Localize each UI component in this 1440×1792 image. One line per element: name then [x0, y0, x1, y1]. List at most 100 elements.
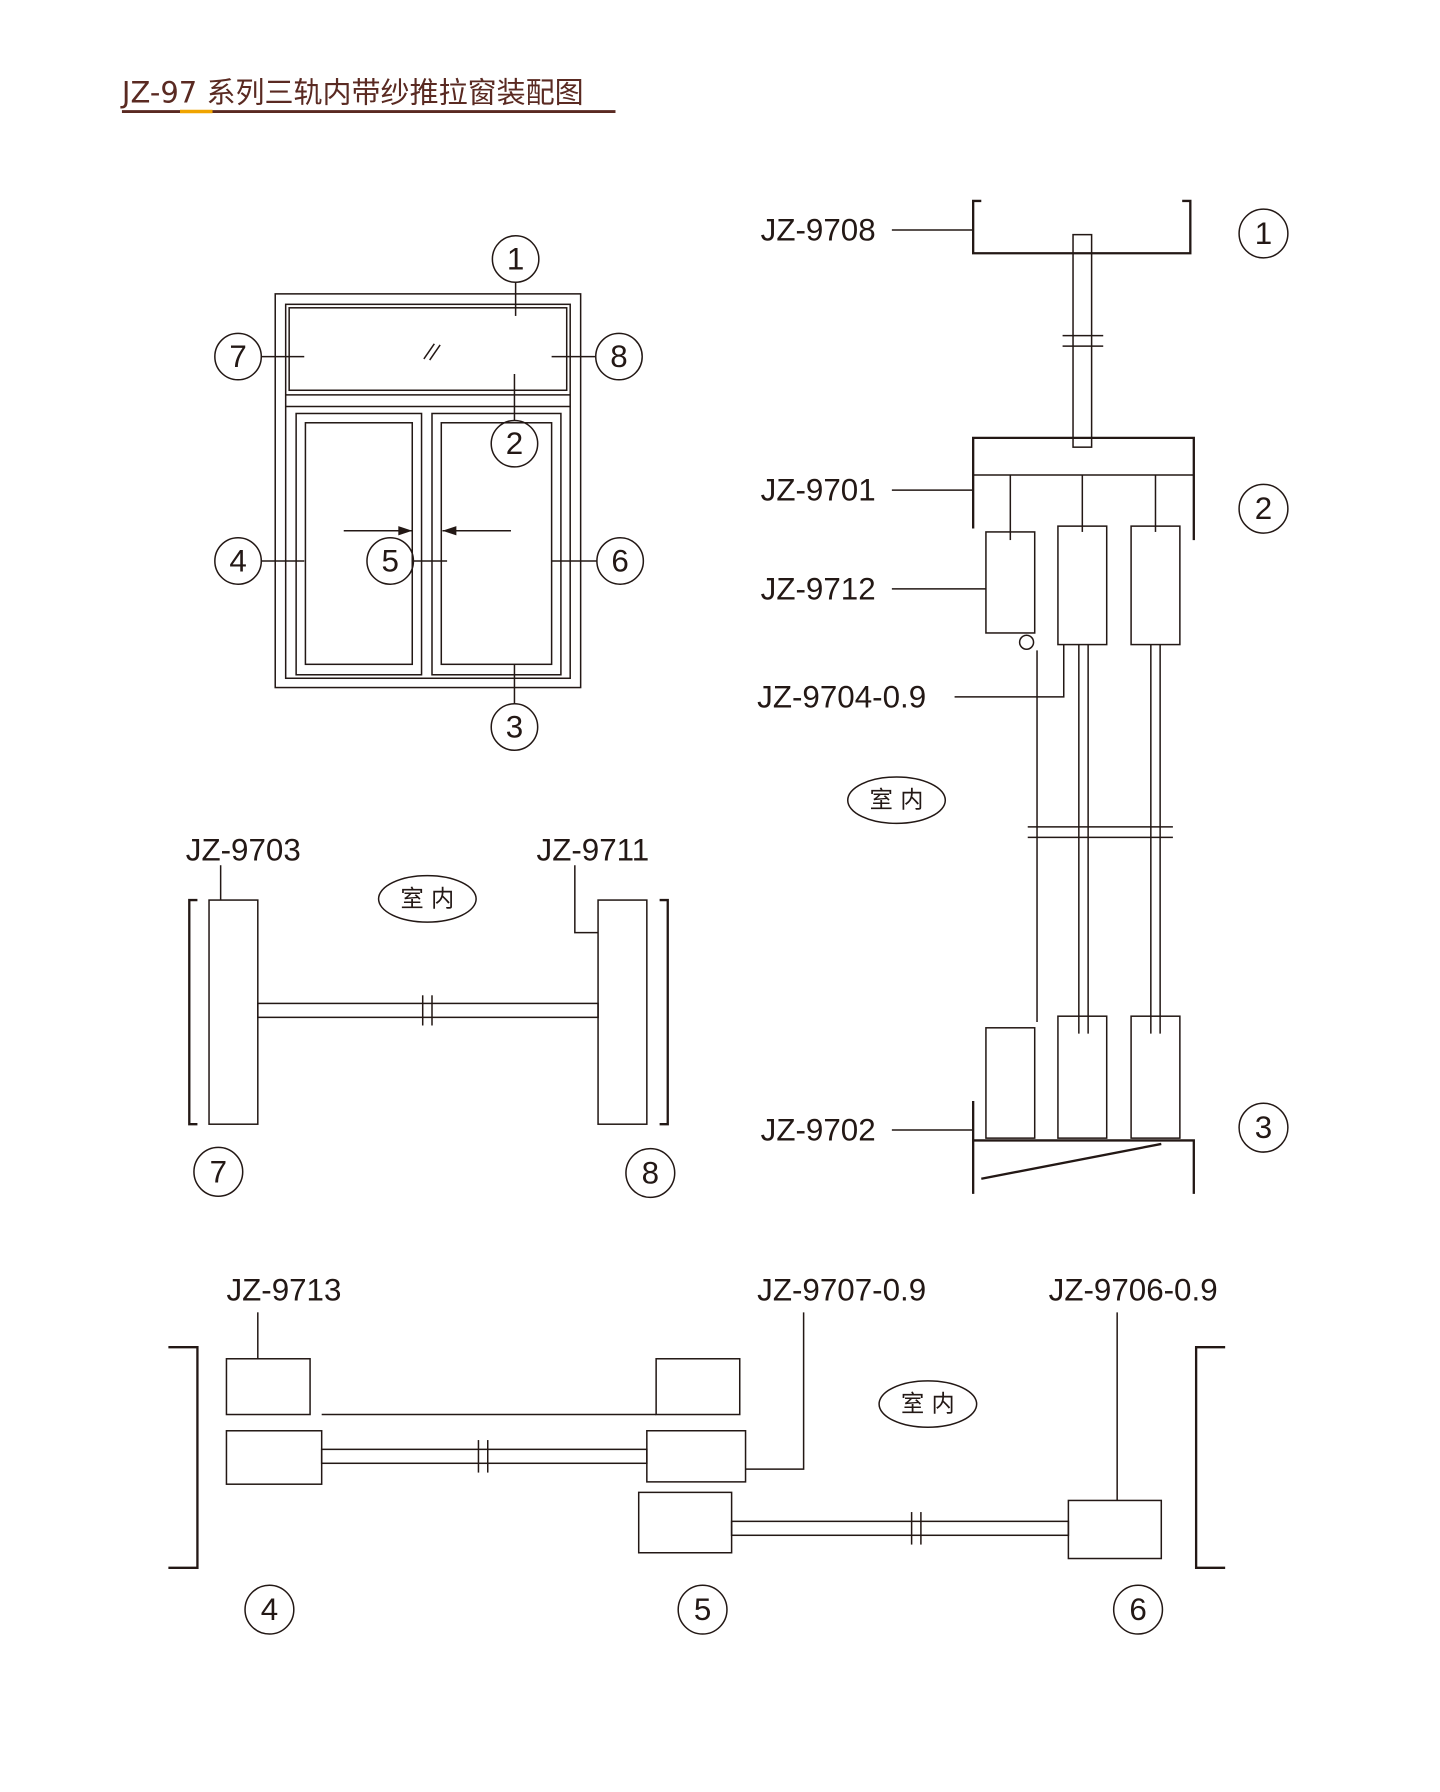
drawing-line [1067, 1499, 1163, 1560]
drawing-line [431, 412, 562, 676]
drawing-text: 室 内 [901, 1391, 955, 1418]
drawing-line [985, 531, 1036, 634]
callout-7: 7 [193, 1146, 244, 1197]
drawing-text: 6 [611, 543, 628, 578]
callout-2: 2 [490, 419, 539, 468]
indoor-tag: 室 内 [878, 1380, 978, 1429]
indoor-tag: 室 内 [846, 776, 947, 825]
drawing-line [225, 1430, 323, 1485]
callout-2: 2 [1238, 483, 1289, 534]
drawing-line [490, 419, 539, 468]
drawing-line [596, 536, 645, 585]
callout-4: 4 [214, 536, 263, 585]
drawing-text: 7 [229, 339, 246, 374]
callout-1: 1 [1238, 208, 1289, 259]
drawing-line [1238, 1102, 1289, 1153]
drawing-text: 3 [1255, 1110, 1272, 1145]
drawing-line [637, 1491, 733, 1554]
drawing-line [440, 422, 553, 666]
drawing-line [244, 1584, 295, 1635]
drawing-text: 1 [507, 242, 524, 277]
horizontal-section: JZ-9713 JZ-9707-0.9 JZ-9706-0.9 室 内 4 5 … [168, 1273, 1226, 1635]
drawing-line [1130, 525, 1181, 646]
drawing-line [1238, 483, 1289, 534]
drawing-line [304, 422, 414, 666]
callout-3: 3 [1238, 1102, 1289, 1153]
drawing-line [257, 1002, 599, 1019]
drawing-line [1130, 1015, 1181, 1139]
drawing-line [377, 874, 477, 923]
drawing-text: 4 [261, 1592, 278, 1627]
callout-3: 3 [490, 703, 539, 752]
callout-4: 4 [244, 1584, 295, 1635]
drawing-line [442, 526, 457, 536]
label-jz-9713: JZ-9713 [226, 1273, 341, 1308]
label-jz-9703: JZ-9703 [186, 833, 301, 868]
label-jz-9711: JZ-9711 [537, 833, 650, 868]
label-jz-9712: JZ-9712 [761, 571, 876, 606]
drawing-line [188, 898, 198, 1126]
glass-mark [423, 343, 435, 360]
drawing-text: 5 [381, 543, 398, 578]
callout-1: 1 [491, 235, 540, 284]
window-elevation: 1 2 3 4 5 6 7 8 [214, 235, 645, 752]
callout-6: 6 [1112, 1584, 1164, 1635]
drawing-text: 1 [1255, 216, 1272, 251]
drawing-line [288, 307, 568, 392]
drawing-line [295, 412, 423, 676]
drawing-line [659, 898, 669, 1126]
drawing-line [214, 332, 263, 381]
vertical-section: JZ-9708 JZ-9701 JZ-9712 JZ-9704-0.9 JZ-9… [757, 199, 1289, 1194]
drawing-line [320, 1448, 648, 1465]
label-jz-9702: JZ-9702 [761, 1112, 876, 1147]
drawing-text: 7 [210, 1154, 227, 1189]
drawing-line [214, 536, 263, 585]
drawing-text: 室 内 [400, 885, 454, 912]
drawing-text: 8 [610, 339, 627, 374]
drawing-line [225, 1358, 311, 1416]
drawing-text: 2 [1255, 491, 1272, 526]
drawing-text: 6 [1129, 1592, 1146, 1627]
callout-8: 8 [594, 332, 643, 381]
drawing-line [366, 536, 415, 585]
callout-6: 6 [596, 536, 645, 585]
drawing-line [597, 899, 648, 1125]
drawing-text: 2 [506, 426, 523, 461]
drawing-text: 8 [642, 1155, 659, 1190]
drawing-line [878, 1380, 978, 1429]
label-jz-9708: JZ-9708 [761, 212, 876, 247]
drawing-line [985, 1027, 1036, 1139]
drawing-line [730, 1520, 1070, 1537]
label-jz-9704: JZ-9704-0.9 [757, 679, 926, 714]
label-jz-9707: JZ-9707-0.9 [757, 1273, 926, 1308]
drawing-line [972, 199, 1192, 255]
indoor-tag: 室 内 [377, 874, 477, 923]
drawing-line [1057, 1015, 1108, 1139]
drawing-text: 3 [506, 710, 523, 745]
label-jz-9706: JZ-9706-0.9 [1049, 1273, 1218, 1308]
callout-7: 7 [214, 332, 263, 381]
side-section: JZ-9703 JZ-9711 室 内 7 8 [186, 833, 676, 1199]
drawing-line [429, 344, 441, 361]
drawing-line [646, 1430, 747, 1483]
drawing-line [1194, 1346, 1226, 1569]
drawing-line [168, 1346, 199, 1569]
drawing-line [1238, 208, 1289, 259]
drawing-line [491, 235, 540, 284]
drawing-line [972, 1100, 1195, 1194]
title-block: JZ-97 系列三轨内带纱推拉窗装配图 [120, 75, 616, 114]
label-jz-9701: JZ-9701 [761, 473, 876, 508]
drawing-line [1057, 525, 1108, 646]
drawing-line [574, 865, 599, 934]
drawing-line [274, 293, 582, 689]
drawing-line [284, 303, 571, 680]
callout-5: 5 [677, 1584, 728, 1635]
drawing-text: 室 内 [870, 787, 924, 814]
drawing-title: JZ-97 系列三轨内带纱推拉窗装配图 [120, 75, 584, 109]
drawing-line [208, 899, 259, 1125]
drawing-line [398, 526, 413, 536]
drawing-text: 5 [694, 1592, 711, 1627]
drawing-line [677, 1584, 728, 1635]
drawing-line [1072, 233, 1093, 448]
